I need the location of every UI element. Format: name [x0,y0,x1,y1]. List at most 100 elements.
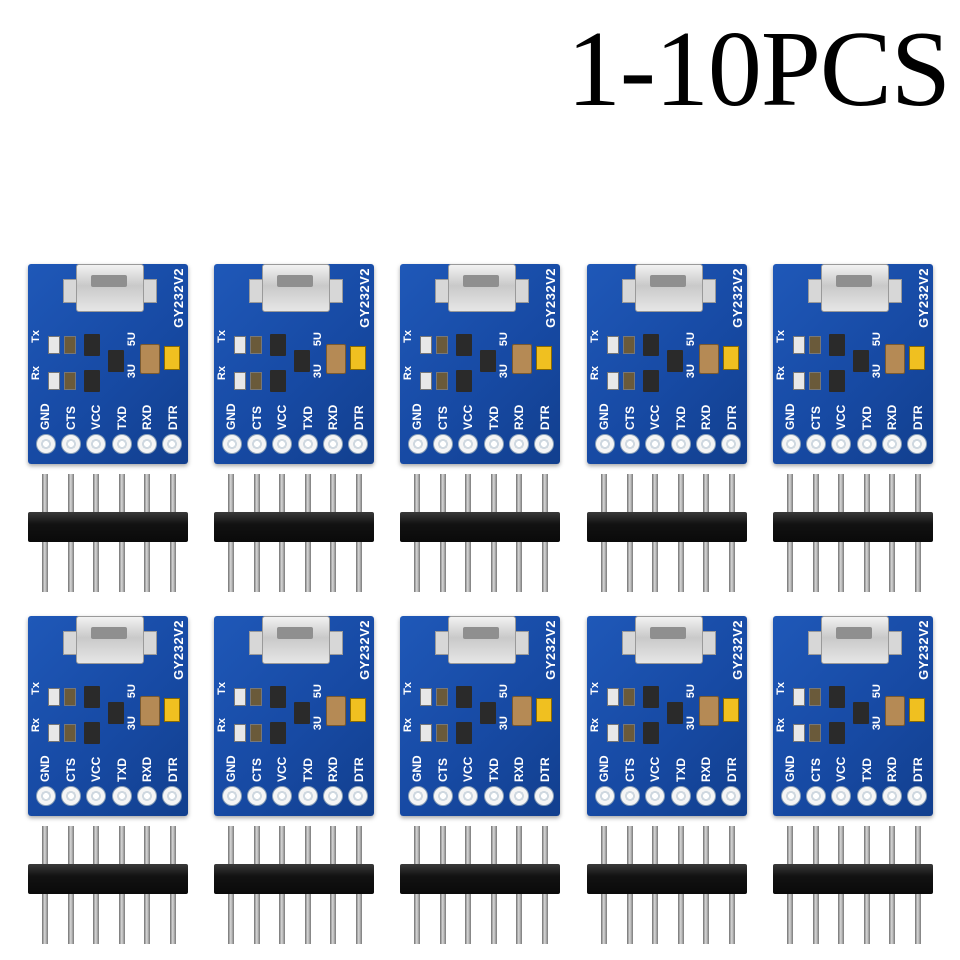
smd-chip [84,686,100,708]
voltage-label-3v: 3U [126,364,138,379]
smd-resistor [623,372,635,390]
pin-holes [36,786,182,808]
smd-chip [829,722,845,744]
pin-hole [620,434,641,454]
pin-hole [645,786,666,806]
pin-hole [297,786,318,806]
pin-label-rxd: RXD [512,756,527,782]
usb-serial-board: GY232V2 Tx Rx 3U 5U GND CTS VCC TXD RXD … [28,264,188,464]
capacitor [699,344,719,374]
rx-led-label: Rx [589,718,601,733]
smd-chip [294,702,310,724]
capacitor [512,344,532,374]
voltage-jumper [536,346,552,370]
smd-chip [84,334,100,356]
board-model-label: GY232V2 [543,268,558,328]
pin-hole [247,434,268,454]
voltage-label-3v: 3U [126,716,138,731]
smd-resistor [809,688,821,706]
smd-chip [480,702,496,724]
voltage-label-3v: 3U [498,716,510,731]
tx-led-label: Tx [216,682,228,695]
pin-labels: GND CTS VCC TXD RXD DTR [220,390,370,430]
smd-led [793,336,805,354]
pin-label-gnd: GND [38,403,52,430]
pin-holes [408,786,554,808]
pin-label-cts: CTS [435,406,450,430]
smd-chip [480,350,496,372]
micro-usb-connector [63,264,157,312]
pin-hole [458,434,479,454]
micro-usb-connector [63,616,157,664]
rx-led-label: Rx [216,366,228,381]
smd-resistor [623,724,635,742]
pin-hole [695,434,716,454]
header-plastic-strip [773,512,933,542]
pin-holes [408,434,554,456]
header-plastic-strip [773,864,933,894]
pin-header [587,826,747,946]
module-with-header: GY232V2 Tx Rx 3U 5U GND CTS VCC TXD RXD … [28,616,188,956]
smd-led [48,336,60,354]
voltage-jumper [536,698,552,722]
pin-header [587,474,747,594]
pin-label-txd: TXD [859,406,874,430]
pin-hole [347,786,368,806]
smd-chip [667,702,683,724]
header-plastic-strip [587,512,747,542]
pin-label-txd: TXD [486,758,501,782]
smd-chip [643,686,659,708]
smd-led [793,724,805,742]
voltage-jumper [723,346,739,370]
smd-chip [853,702,869,724]
module-with-header: GY232V2 Tx Rx 3U 5U GND CTS VCC TXD RXD … [214,264,374,604]
rx-led-label: Rx [30,366,42,381]
pin-header [400,826,560,946]
voltage-label-3v: 3U [498,364,510,379]
pin-label-rxd: RXD [699,756,714,782]
pin-label-dtr: DTR [351,405,366,430]
pin-label-dtr: DTR [724,757,739,782]
pin-label-txd: TXD [114,758,129,782]
voltage-label-5v: 5U [126,684,138,699]
usb-mount-tab [622,631,636,655]
smd-resistor [64,336,76,354]
usb-mount-tab [329,631,343,655]
pin-header [214,826,374,946]
voltage-jumper [350,698,366,722]
pin-labels: GND CTS VCC TXD RXD DTR [406,390,556,430]
micro-usb-connector [435,616,529,664]
pin-label-vcc: VCC [461,404,476,430]
usb-serial-board: GY232V2 Tx Rx 3U 5U GND CTS VCC TXD RXD … [400,616,560,816]
board-model-label: GY232V2 [730,620,745,680]
pin-header [28,826,188,946]
board-model-label: GY232V2 [730,268,745,328]
usb-mount-tab [63,631,77,655]
voltage-label-3v: 3U [685,716,697,731]
pin-label-vcc: VCC [275,756,290,782]
usb-serial-board: GY232V2 Tx Rx 3U 5U GND CTS VCC TXD RXD … [400,264,560,464]
rx-led-label: Rx [30,718,42,733]
usb-mount-tab [702,279,716,303]
smd-chip [108,350,124,372]
pin-hole [433,786,454,806]
usb-serial-board: GY232V2 Tx Rx 3U 5U GND CTS VCC TXD RXD … [587,616,747,816]
smd-resistor [64,372,76,390]
pin-hole [36,786,56,806]
pin-hole [806,786,827,806]
pin-label-rxd: RXD [512,404,527,430]
voltage-label-3v: 3U [871,364,883,379]
pin-hole [61,434,82,454]
smd-resistor [250,688,262,706]
pin-label-txd: TXD [114,406,129,430]
pin-label-rxd: RXD [326,756,341,782]
voltage-label-5v: 5U [498,684,510,699]
pin-hole [86,786,107,806]
capacitor [140,696,160,726]
smd-chip [643,334,659,356]
voltage-label-5v: 5U [498,332,510,347]
pin-hole [433,434,454,454]
smd-led [793,688,805,706]
rx-led-label: Rx [402,718,414,733]
product-title: 1-10PCS [566,10,951,129]
